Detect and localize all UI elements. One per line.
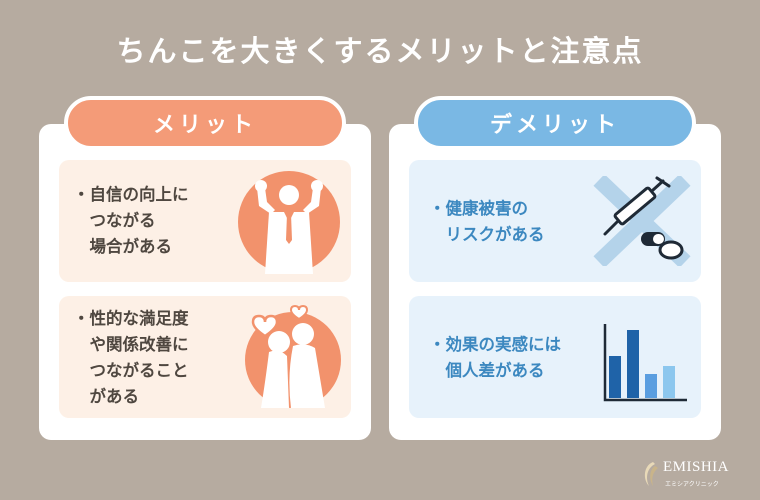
merit-text-satisfaction: ・性的な満足度 や関係改善に つながること がある	[73, 309, 189, 406]
demerit-text-individual-difference: ・効果の実感には 個人差がある	[429, 335, 561, 380]
couple-hearts-icon	[245, 304, 341, 408]
demerit-card-health-risk: ・健康被害の リスクがある	[409, 160, 701, 282]
brand-emblem-icon	[644, 462, 658, 486]
page-title: ちんこを大きくするメリットと注意点	[116, 34, 644, 68]
crossed-medicine-icon	[593, 176, 691, 266]
merit-panel: ・自信の向上に つながる 場合がある ・性的な満足度 や関係改善に つながること…	[39, 124, 371, 440]
merit-card-confidence: ・自信の向上に つながる 場合がある	[59, 160, 351, 282]
demerit-header: デメリット	[414, 96, 696, 150]
merit-card-satisfaction: ・性的な満足度 や関係改善に つながること がある	[59, 296, 351, 418]
demerit-panel: ・健康被害の リスクがある ・効果の実感には 個人差がある	[389, 124, 721, 440]
merit-text-confidence: ・自信の向上に つながる 場合がある	[73, 185, 189, 256]
demerit-card-individual-difference: ・効果の実感には 個人差がある	[409, 296, 701, 418]
confident-man-icon	[238, 171, 340, 274]
brand-subtitle: エミシアクリニック	[665, 481, 719, 488]
brand-name: EMISHIA	[663, 459, 729, 475]
brand-logo: EMISHIA エミシアクリニック	[641, 458, 751, 492]
bar-graph-icon	[603, 324, 687, 402]
demerit-text-health-risk: ・健康被害の リスクがある	[429, 199, 545, 244]
merit-header: メリット	[64, 96, 346, 150]
